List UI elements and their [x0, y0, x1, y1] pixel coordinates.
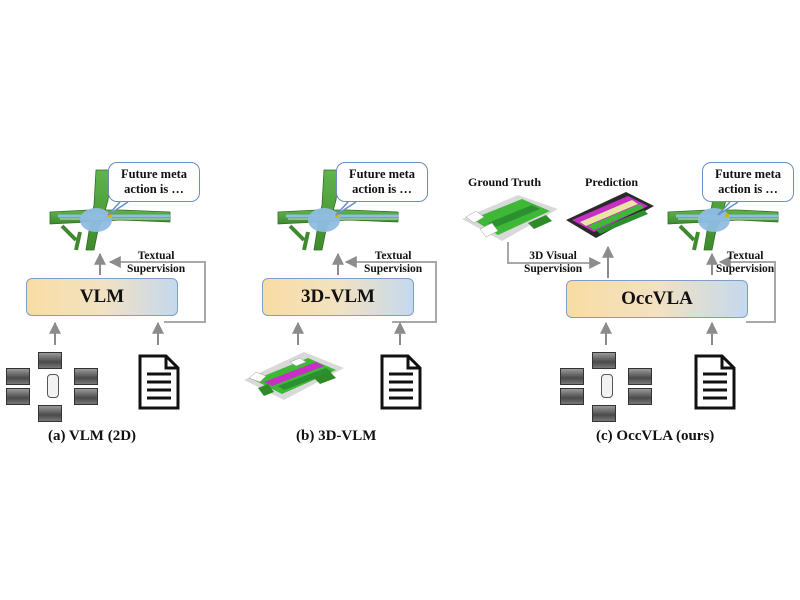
- visual-supervision-label: 3D Visual Supervision: [524, 250, 582, 276]
- camera-back-left-c: [560, 388, 584, 405]
- ground-truth-occupancy: [462, 195, 558, 241]
- camera-back: [38, 405, 62, 422]
- caption-c: (c) OccVLA (ours): [596, 428, 715, 444]
- ego-car-icon: [47, 374, 59, 398]
- caption-b: (b) 3D-VLM: [296, 428, 377, 444]
- model-box-occvla: OccVLA: [566, 280, 748, 318]
- bubble-line1-a: Future meta: [120, 167, 188, 181]
- arrow-textual-supervision-c: [718, 256, 776, 323]
- camera-front-right-c: [628, 368, 652, 385]
- speech-bubble-c: Future meta action is …: [702, 162, 794, 202]
- camera-front-left: [6, 368, 30, 385]
- model-box-vlm: VLM: [26, 278, 178, 316]
- arrow-textual-supervision-a: [108, 256, 206, 323]
- bubble-tail-a: [107, 201, 129, 216]
- supervision-line2-c: Supervision: [716, 263, 775, 275]
- camera-front-c: [592, 352, 616, 369]
- road-map-a: [49, 169, 171, 251]
- visual-supervision-line2: Supervision: [524, 263, 583, 275]
- bubble-tail-b: [335, 201, 357, 216]
- supervision-line2-a: Supervision: [127, 263, 186, 275]
- supervision-label-c: Textual Supervision: [716, 250, 774, 276]
- multi-camera-input-a: [6, 352, 108, 422]
- camera-front-right: [74, 368, 98, 385]
- bubble-line2-c: action is …: [718, 182, 778, 196]
- ego-car-icon-c: [601, 374, 613, 398]
- bubble-tail-c: [717, 201, 739, 216]
- supervision-line1-a: Textual: [137, 250, 175, 262]
- arrow-ground-truth-supervision: [507, 242, 602, 269]
- supervision-line2-b: Supervision: [364, 263, 423, 275]
- document-icon-c: [694, 354, 736, 410]
- document-icon-b: [380, 354, 422, 410]
- bubble-line1-c: Future meta: [714, 167, 782, 181]
- bubble-line2-a: action is …: [124, 182, 184, 196]
- camera-back-right-c: [628, 388, 652, 405]
- bubble-line2-b: action is …: [352, 182, 412, 196]
- prediction-occupancy: [566, 192, 654, 238]
- camera-back-left: [6, 388, 30, 405]
- supervision-line1-b: Textual: [374, 250, 412, 262]
- road-map-b: [277, 169, 399, 251]
- visual-supervision-line1: 3D Visual: [529, 250, 577, 262]
- occupancy-input-b: [244, 352, 344, 400]
- model-box-3dvlm: 3D-VLM: [262, 278, 414, 316]
- bubble-line1-b: Future meta: [348, 167, 416, 181]
- arrow-textual-supervision-b: [344, 256, 437, 323]
- camera-front: [38, 352, 62, 369]
- supervision-label-a: Textual Supervision: [127, 250, 185, 276]
- multi-camera-input-c: [560, 352, 662, 422]
- camera-back-right: [74, 388, 98, 405]
- camera-front-left-c: [560, 368, 584, 385]
- panel-a-graphics: [49, 169, 206, 345]
- camera-back-c: [592, 405, 616, 422]
- supervision-line1-c: Textual: [726, 250, 764, 262]
- supervision-label-b: Textual Supervision: [364, 250, 422, 276]
- caption-a: (a) VLM (2D): [48, 428, 137, 444]
- speech-bubble-b: Future meta action is …: [336, 162, 428, 202]
- speech-bubble-a: Future meta action is …: [108, 162, 200, 202]
- prediction-label: Prediction: [585, 175, 639, 189]
- document-icon: [138, 354, 180, 410]
- ground-truth-label: Ground Truth: [468, 175, 542, 189]
- panel-b-graphics: [244, 169, 437, 400]
